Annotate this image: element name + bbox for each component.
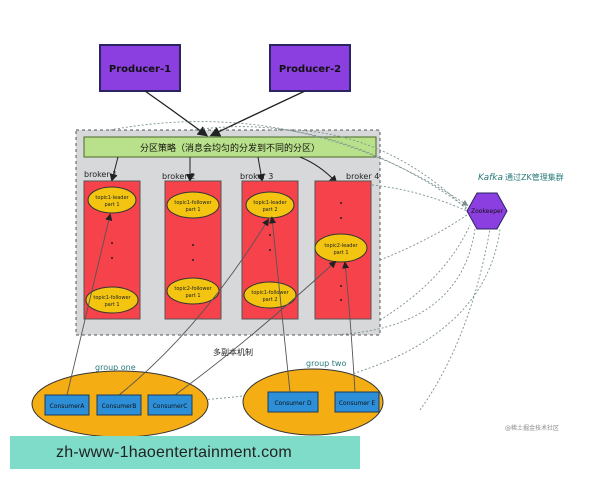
partition-b1-leader-line2: part 1 bbox=[104, 202, 119, 208]
producer-2-label: Producer-2 bbox=[279, 64, 341, 75]
strategy-arrow-b4 bbox=[299, 156, 338, 184]
watermark-bar: zh-www-1haoentertainment.com bbox=[10, 436, 360, 469]
partition-b1-leader-line1: topic1-leader bbox=[95, 195, 129, 201]
zookeeper-hexagon bbox=[466, 192, 508, 230]
watermark-text: zh-www-1haoentertainment.com bbox=[56, 443, 292, 461]
consumer-c-label: ConsumerC bbox=[153, 403, 188, 410]
broker-2-label: broker 2 bbox=[162, 172, 195, 181]
producer-2-arrow bbox=[209, 90, 306, 137]
broker-dots bbox=[111, 202, 342, 301]
broker-3-label: broker 3 bbox=[240, 172, 273, 181]
partition-b2-follower-2-line2: part 1 bbox=[185, 293, 200, 299]
group-one-label: group one bbox=[95, 363, 136, 372]
consumer-d bbox=[267, 391, 319, 413]
broker-1-label: broker 1 bbox=[84, 170, 117, 179]
partition-b3-follower-line2: part 2 bbox=[262, 297, 277, 303]
credit-text: @稀土掘金技术社区 bbox=[505, 424, 559, 432]
zk-connections bbox=[109, 121, 501, 411]
zookeeper-label: Zookeeper bbox=[471, 208, 504, 215]
partition-b1-leader bbox=[87, 186, 137, 214]
partition-b3-leader-line1: topic1-leader bbox=[253, 200, 287, 206]
producer-2-box bbox=[269, 44, 351, 92]
strategy-arrow-b3 bbox=[257, 156, 265, 182]
partition-b3-follower bbox=[243, 281, 297, 309]
broker-4-label: broker 4 bbox=[346, 172, 379, 181]
partition-b1-follower bbox=[85, 286, 139, 314]
partition-b2-follower-1 bbox=[166, 191, 220, 219]
producer-1-arrow bbox=[144, 90, 209, 137]
consumer-b-label: ConsumerB bbox=[102, 403, 137, 410]
strategy-arrow-b1 bbox=[109, 156, 119, 182]
partition-strategy-bar bbox=[83, 136, 377, 158]
partition-b1-follower-line2: part 1 bbox=[104, 302, 119, 308]
partition-b1-follower-line1: topic1-follower bbox=[93, 295, 131, 301]
partition-b3-follower-line1: topic1-follower bbox=[251, 290, 289, 296]
partition-strategy-label: 分区策略（消息会均匀的分发到不同的分区） bbox=[140, 142, 320, 154]
consumer-e bbox=[334, 391, 380, 413]
replica-mechanism-label: 多副本机制 bbox=[213, 347, 253, 357]
producer-1-box bbox=[99, 44, 181, 92]
partition-b4-leader-line1: topic2-leader bbox=[324, 243, 358, 249]
zk-note: 通过ZK管理集群 bbox=[505, 172, 564, 182]
partition-b3-leader-line2: part 2 bbox=[262, 207, 277, 213]
kafka-label: Kafka bbox=[478, 173, 503, 183]
partition-b4-leader bbox=[314, 233, 368, 263]
partition-b2-follower-2-line1: topic2-follower bbox=[174, 286, 212, 292]
consumer-d-label: Consumer D bbox=[274, 400, 312, 407]
group-two-label: group two bbox=[306, 359, 346, 368]
consumer-c bbox=[147, 394, 193, 416]
consumer-e-label: Consumer E bbox=[339, 400, 376, 407]
partition-b4-leader-line2: part 1 bbox=[333, 250, 348, 256]
consumer-a-label: ConsumerA bbox=[50, 403, 86, 410]
partition-b2-follower-1-line1: topic1-follower bbox=[174, 200, 212, 206]
consumer-arrows bbox=[66, 213, 356, 396]
producer-1-label: Producer-1 bbox=[109, 64, 171, 75]
partition-b2-follower-1-line2: part 1 bbox=[185, 207, 200, 213]
